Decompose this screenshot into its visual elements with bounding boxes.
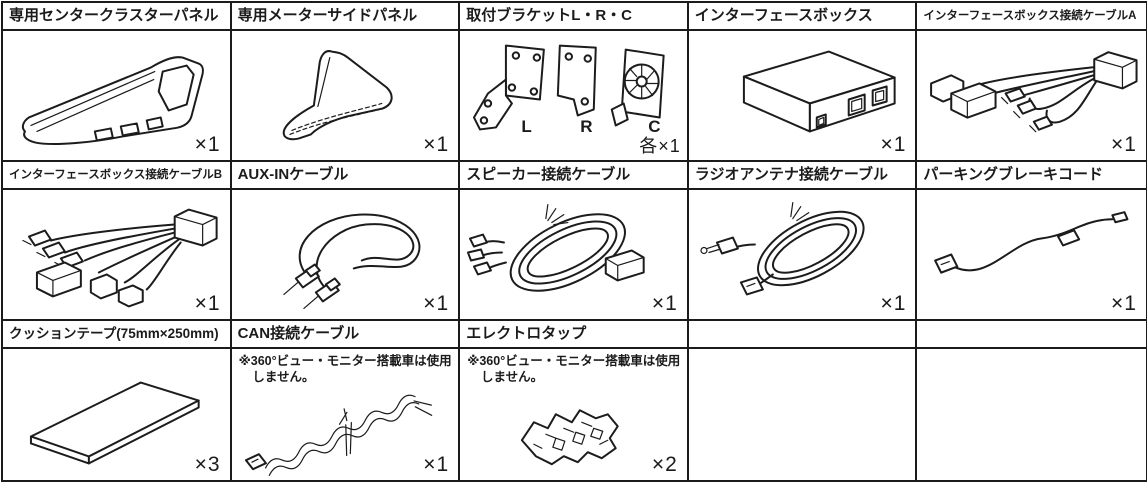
part-image-area: ×3 xyxy=(3,349,230,480)
mounting-brackets-lrc-illustration xyxy=(473,44,665,131)
part-quantity: ×3 xyxy=(194,453,221,476)
part-title: エレクトロタップ xyxy=(460,321,687,349)
parts-cell-cushion-tape: クッションテープ(75mm×250mm) ×3 xyxy=(3,321,232,480)
parking-brake-cord-illustration xyxy=(934,211,1129,274)
interface-box-cable-b-illustration xyxy=(22,208,218,308)
part-title: CAN接続ケーブル xyxy=(231,321,459,349)
part-title: 専用センタークラスターパネル xyxy=(3,3,230,31)
bracket-label-c: C xyxy=(648,117,661,136)
part-image-area xyxy=(689,349,916,480)
center-cluster-panel-illustration xyxy=(21,56,204,146)
part-image-area: ×1 xyxy=(3,31,230,160)
part-title: インターフェースボックス接続ケーブルB xyxy=(3,162,230,190)
part-note: ※360°ビュー・モニター搭載車は使用しません。 xyxy=(467,354,681,385)
parts-cell-can-cable: CAN接続ケーブル ※360°ビュー・モニター搭載車は使用しません。 ×1 xyxy=(231,321,461,480)
parts-cell-electro-tap: エレクトロタップ ※360°ビュー・モニター搭載車は使用しません。 ×2 xyxy=(460,321,689,480)
part-quantity: ×2 xyxy=(651,453,678,476)
part-title xyxy=(917,321,1146,349)
part-image-area: ×1 xyxy=(689,190,916,319)
part-quantity: ×1 xyxy=(880,292,907,315)
parts-cell-empty-2 xyxy=(917,321,1146,480)
parts-cell-mounting-brackets: 取付ブラケットL・R・C L R C 各×1 xyxy=(460,3,689,162)
part-image-area: ×1 xyxy=(460,190,687,319)
parts-cell-speaker-cable: スピーカー接続ケーブル ×1 xyxy=(460,162,689,321)
parts-cell-meter-side-panel: 専用メーターサイドパネル ×1 xyxy=(231,3,461,162)
parts-cell-radio-antenna-cable: ラジオアンテナ接続ケーブル ×1 xyxy=(688,162,918,321)
part-quantity: ×1 xyxy=(194,292,221,315)
meter-side-panel-illustration xyxy=(282,50,393,141)
part-title: スピーカー接続ケーブル xyxy=(460,162,687,190)
interface-box-cable-a-illustration xyxy=(930,51,1138,133)
part-quantity: ×1 xyxy=(194,133,221,156)
part-note: ※360°ビュー・モニター搭載車は使用しません。 xyxy=(238,354,452,385)
part-image-area: ×1 xyxy=(689,31,916,160)
part-image-area: ※360°ビュー・モニター搭載車は使用しません。 ×1 xyxy=(232,349,459,480)
part-title: AUX-INケーブル xyxy=(231,162,459,190)
parts-cell-aux-in-cable: AUX-INケーブル ×1 xyxy=(231,162,461,321)
part-quantity: ×1 xyxy=(423,453,450,476)
can-cable-illustration xyxy=(244,394,432,476)
parts-cell-parking-brake-cord: パーキングブレーキコード ×1 xyxy=(917,162,1146,321)
part-title: ラジオアンテナ接続ケーブル xyxy=(688,162,916,190)
part-title: 専用メーターサイドパネル xyxy=(231,3,459,31)
part-image-area xyxy=(917,349,1146,480)
speaker-cable-illustration xyxy=(467,203,645,292)
interface-box-illustration xyxy=(742,50,896,133)
parts-cell-center-cluster-panel: 専用センタークラスターパネル ×1 xyxy=(3,3,232,162)
radio-antenna-cable-illustration xyxy=(700,201,865,296)
aux-in-cable-illustration xyxy=(282,213,421,310)
parts-cell-interface-box: インターフェースボックス ×1 xyxy=(688,3,918,162)
part-quantity: ×1 xyxy=(880,133,907,156)
electro-tap-illustration xyxy=(521,408,619,465)
cushion-tape-illustration xyxy=(29,381,200,465)
part-quantity: 各×1 xyxy=(639,136,681,156)
part-quantity: ×1 xyxy=(651,292,678,315)
bracket-label-r: R xyxy=(580,117,593,136)
part-title: パーキングブレーキコード xyxy=(917,162,1146,190)
part-image-area: L R C 各×1 xyxy=(460,31,687,160)
part-quantity: ×1 xyxy=(1111,292,1137,315)
part-image-area: ×1 xyxy=(3,190,230,319)
part-quantity: ×1 xyxy=(423,292,450,315)
bracket-label-l: L xyxy=(521,117,532,136)
part-image-area: ※360°ビュー・モニター搭載車は使用しません。 ×2 xyxy=(460,349,687,480)
part-image-area: ×1 xyxy=(232,190,459,319)
part-title: インターフェースボックス接続ケーブルA xyxy=(917,3,1146,31)
part-image-area: ×1 xyxy=(917,31,1146,160)
parts-cell-interface-cable-a: インターフェースボックス接続ケーブルA ×1 xyxy=(917,3,1146,162)
part-title: クッションテープ(75mm×250mm) xyxy=(3,321,230,349)
part-image-area: ×1 xyxy=(232,31,459,160)
parts-cell-empty-1 xyxy=(688,321,918,480)
parts-cell-interface-cable-b: インターフェースボックス接続ケーブルB ×1 xyxy=(3,162,232,321)
part-title: 取付ブラケットL・R・C xyxy=(460,3,687,31)
part-title: インターフェースボックス xyxy=(688,3,916,31)
part-image-area: ×1 xyxy=(917,190,1146,319)
part-quantity: ×1 xyxy=(423,133,450,156)
part-title xyxy=(688,321,916,349)
part-quantity: ×1 xyxy=(1111,133,1137,156)
